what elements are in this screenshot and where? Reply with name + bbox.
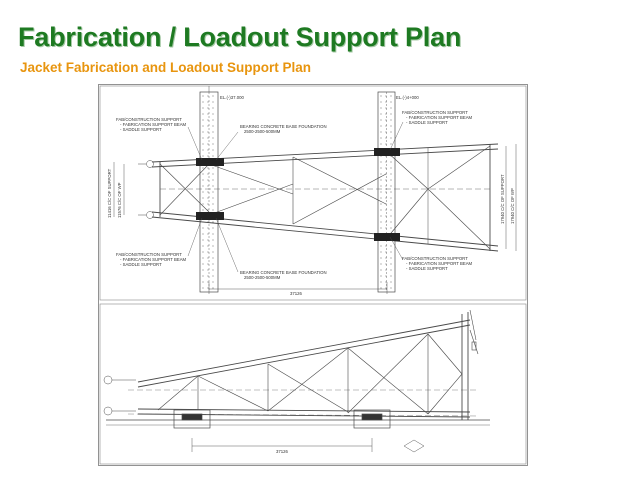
left-support-note-saddle: - SADDLE SUPPORT [120,127,162,132]
leg-markers-elevation [103,375,136,416]
span-dimension-plan: 37126 [290,291,303,296]
foundation-size-bottom: 2500-2500-500MM [244,275,281,280]
foundation-note-bottom: BEARING CONCRETE BASE FOUNDATION [240,270,327,275]
leg-markers-plan [138,160,154,219]
slide-title: Fabrication / Loadout Support Plan [18,22,462,52]
saddle-supports-plan [196,148,400,241]
jacket-top-frame [469,309,479,355]
left-support-note-beam: - FABRICATION SUPPORT BEAM [120,122,187,127]
dimension-left-wp: 11576 C/C OF WP [117,182,122,218]
dimension-right-wp: 17940 C/C OF WP [510,188,515,224]
right-support-note-lower-saddle: - SADDLE SUPPORT [406,266,448,271]
dimension-left-support: 11416 C/C OF SUPPORT [107,168,112,218]
left-support-note-lower-saddle: - SADDLE SUPPORT [120,262,162,267]
right-support-note: FAB/CONSTRUCTION SUPPORT [402,110,468,115]
bracing-elevation [127,333,479,417]
left-support-note-lower: FAB/CONSTRUCTION SUPPORT [116,252,182,257]
left-support-note: FAB/CONSTRUCTION SUPPORT [116,117,182,122]
dimension-right-support: 17940 C/C OF SUPPORT [500,174,505,224]
left-support-note-lower-beam: - FABRICATION SUPPORT BEAM [120,257,187,262]
right-support-note-lower: FAB/CONSTRUCTION SUPPORT [402,256,468,261]
right-support-note-lower-beam: - FABRICATION SUPPORT BEAM [406,261,473,266]
slide-subtitle: Jacket Fabrication and Loadout Support P… [20,60,312,75]
elevation-view [99,303,527,465]
plan-view [99,85,527,301]
right-support-note-beam: - FABRICATION SUPPORT BEAM [406,115,473,120]
span-dimension-elevation: 37126 [276,449,289,454]
right-support-note-saddle: - SADDLE SUPPORT [406,120,448,125]
foundation-size-top: 2500-2500-500MM [244,129,281,134]
note-leaders-plan [187,121,404,273]
bracing-plan [159,145,491,250]
dimensions-elevation [191,438,425,453]
elevation-label-left: EL.(-)37.000 [220,95,244,100]
foundation-note-top: BEARING CONCRETE BASE FOUNDATION [240,124,327,129]
dimensions-plan [113,86,517,294]
elevation-label-right: EL.(-)4+000 [396,95,419,100]
engineering-drawing: EL.(-)37.000 EL.(-)4+000 FAB/CONSTRUCTIO… [98,84,528,466]
foundation-blocks-elevation [173,409,391,429]
